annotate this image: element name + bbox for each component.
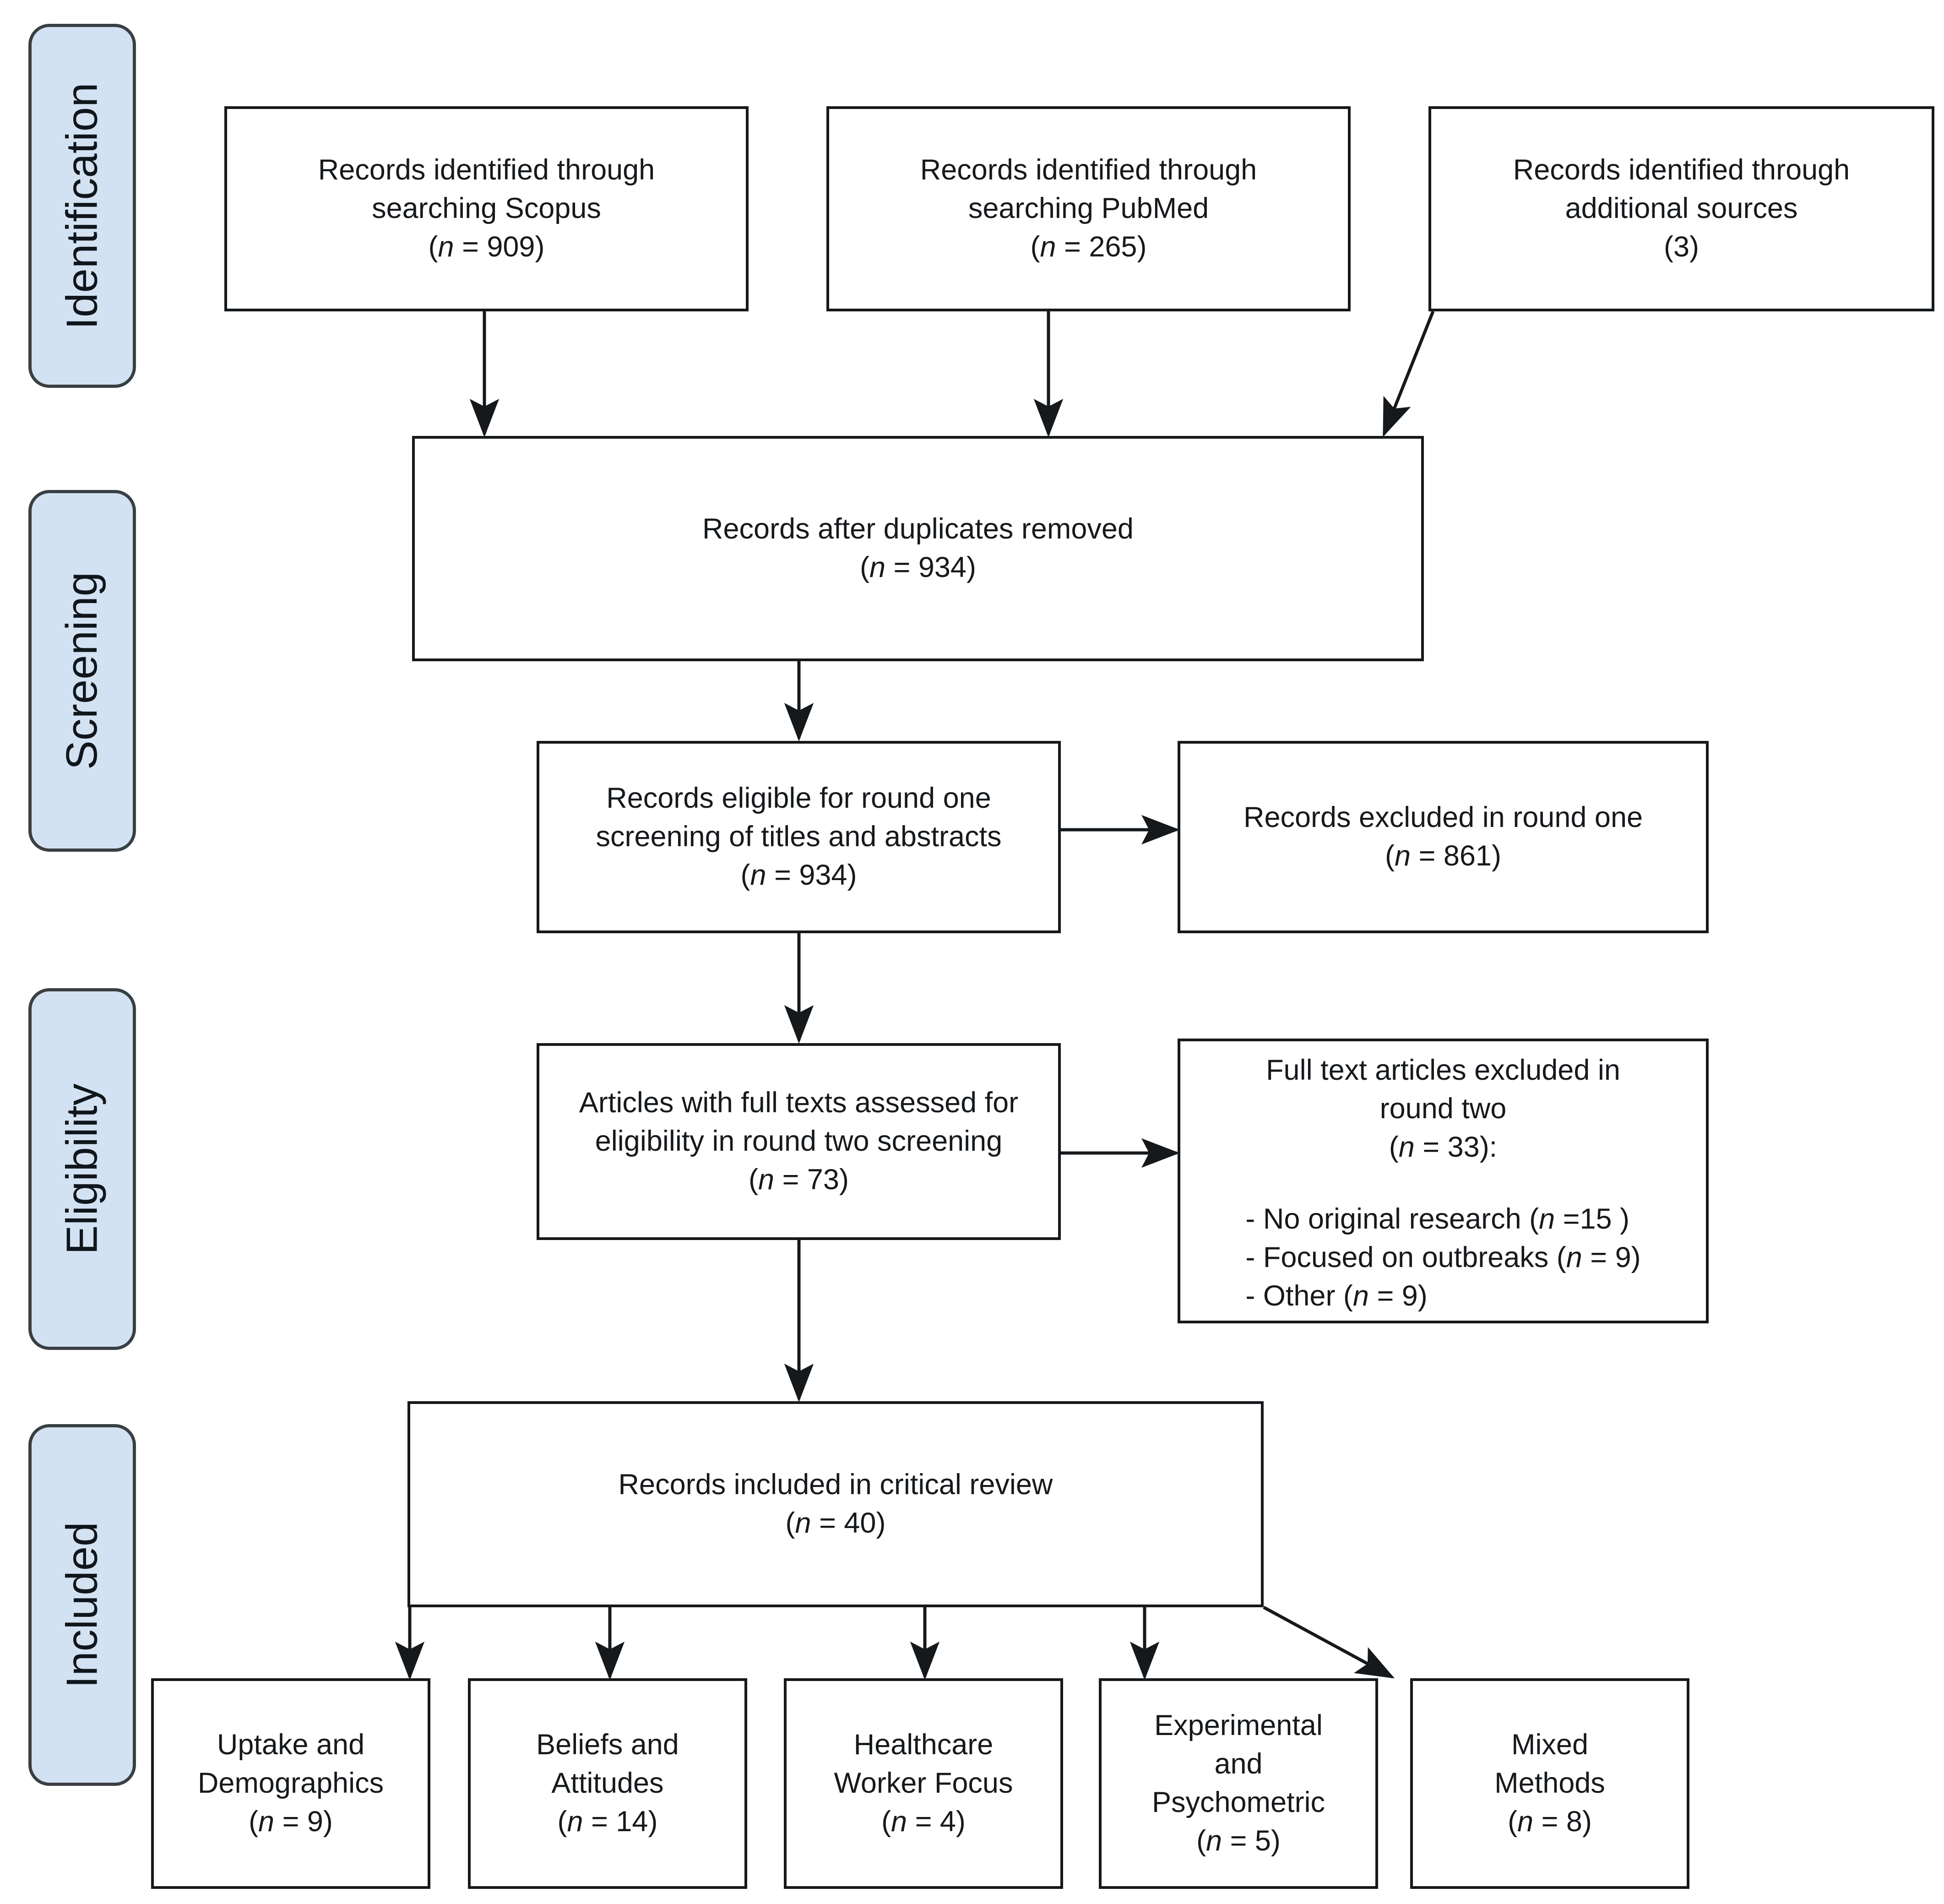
excluded-one-count: (n = 861) — [1385, 840, 1501, 872]
round-one-count: (n = 934) — [740, 859, 857, 891]
category-uptake-text: Uptake and Demographics (n = 9) — [186, 1726, 396, 1841]
category-experimental-line-2: and — [1214, 1748, 1263, 1780]
box-pubmed-text: Records identified through searching Pub… — [908, 151, 1269, 266]
category-mixed-count: (n = 8) — [1508, 1805, 1592, 1838]
box-full-text-text: Articles with full texts assessed for el… — [567, 1084, 1030, 1199]
excluded-two-reason-list: - No original research (n =15 ) - Focuse… — [1245, 1200, 1640, 1315]
included-review-line-1: Records included in critical review — [618, 1469, 1053, 1501]
excluded-one-line-1: Records excluded in round one — [1243, 801, 1643, 834]
excluded-reason-other: - Other (n = 9) — [1245, 1279, 1428, 1312]
box-additional-text: Records identified through additional so… — [1501, 151, 1862, 266]
pubmed-line-2: searching PubMed — [968, 192, 1209, 225]
category-experimental-count: (n = 5) — [1196, 1824, 1281, 1857]
excluded-two-line-2: round two — [1379, 1092, 1507, 1125]
box-category-healthcare-worker-focus: Healthcare Worker Focus (n = 4) — [784, 1678, 1063, 1889]
category-healthcare-line-1: Healthcare — [853, 1729, 994, 1761]
scopus-count: (n = 909) — [428, 230, 545, 263]
stage-pill-included: Included — [28, 1424, 136, 1786]
box-records-scopus: Records identified through searching Sco… — [224, 106, 749, 311]
stage-pill-eligibility: Eligibility — [28, 988, 136, 1350]
box-full-text-excluded-round-two: Full text articles excluded in round two… — [1178, 1039, 1709, 1323]
category-beliefs-line-2: Attitudes — [551, 1767, 664, 1800]
category-mixed-line-1: Mixed — [1511, 1729, 1589, 1761]
category-healthcare-line-2: Worker Focus — [834, 1767, 1013, 1800]
stage-label-included: Included — [57, 1522, 107, 1688]
stage-label-eligibility: Eligibility — [57, 1083, 107, 1255]
box-category-beliefs-attitudes: Beliefs and Attitudes (n = 14) — [468, 1678, 747, 1889]
excluded-two-count: (n = 33): — [1389, 1131, 1498, 1163]
duplicates-count: (n = 934) — [860, 551, 976, 583]
box-duplicates-text: Records after duplicates removed (n = 93… — [690, 510, 1146, 587]
box-records-pubmed: Records identified through searching Pub… — [826, 106, 1351, 311]
category-mixed-text: Mixed Methods (n = 8) — [1482, 1726, 1617, 1841]
category-experimental-text: Experimental and Psychometric (n = 5) — [1140, 1707, 1337, 1860]
category-uptake-count: (n = 9) — [249, 1805, 333, 1838]
excluded-reason-focused-on-outbreaks: - Focused on outbreaks (n = 9) — [1245, 1241, 1641, 1274]
category-experimental-line-3: Psychometric — [1151, 1786, 1325, 1818]
category-healthcare-count: (n = 4) — [881, 1805, 966, 1838]
excluded-reason-no-original-research: - No original research (n =15 ) — [1245, 1203, 1630, 1235]
category-uptake-line-1: Uptake and — [217, 1729, 365, 1761]
full-text-line-2: eligibility in round two screening — [595, 1125, 1003, 1158]
box-excluded-one-text: Records excluded in round one (n = 861) — [1232, 799, 1655, 876]
category-healthcare-text: Healthcare Worker Focus (n = 4) — [822, 1726, 1025, 1841]
category-beliefs-line-1: Beliefs and — [536, 1729, 679, 1761]
box-category-uptake-demographics: Uptake and Demographics (n = 9) — [151, 1678, 430, 1889]
box-category-experimental-psychometric: Experimental and Psychometric (n = 5) — [1099, 1678, 1378, 1889]
category-mixed-line-2: Methods — [1494, 1767, 1605, 1800]
arrow-included-to-mixed — [1263, 1605, 1395, 1679]
box-excluded-two-text: Full text articles excluded in round two… — [1233, 1041, 1652, 1316]
box-records-eligible-round-one: Records eligible for round one screening… — [537, 741, 1061, 933]
additional-line-1: Records identified through — [1513, 154, 1850, 186]
category-uptake-line-2: Demographics — [197, 1767, 384, 1800]
pubmed-count: (n = 265) — [1030, 230, 1147, 263]
additional-line-2: additional sources — [1565, 192, 1798, 225]
stage-pill-identification: Identification — [28, 24, 136, 388]
category-beliefs-text: Beliefs and Attitudes (n = 14) — [524, 1726, 691, 1841]
excluded-two-line-1: Full text articles excluded in — [1266, 1054, 1620, 1086]
stage-label-screening: Screening — [57, 571, 107, 770]
additional-count: (3) — [1663, 230, 1699, 263]
box-records-excluded-round-one: Records excluded in round one (n = 861) — [1178, 741, 1709, 933]
box-records-additional-sources: Records identified through additional so… — [1428, 106, 1934, 311]
duplicates-line-1: Records after duplicates removed — [702, 513, 1134, 545]
pubmed-line-1: Records identified through — [920, 154, 1257, 186]
category-experimental-line-1: Experimental — [1154, 1709, 1323, 1742]
box-records-after-duplicates: Records after duplicates removed (n = 93… — [412, 436, 1424, 661]
arrow-additional-to-duplicates — [1382, 310, 1435, 437]
round-one-line-2: screening of titles and abstracts — [596, 821, 1002, 853]
box-included-review-text: Records included in critical review (n =… — [607, 1466, 1065, 1543]
stage-label-identification: Identification — [57, 82, 107, 330]
category-beliefs-count: (n = 14) — [557, 1805, 658, 1838]
full-text-line-1: Articles with full texts assessed for — [579, 1087, 1019, 1119]
included-review-count: (n = 40) — [785, 1507, 886, 1539]
box-round-one-text: Records eligible for round one screening… — [584, 779, 1014, 894]
stage-pill-screening: Screening — [28, 490, 136, 852]
round-one-line-1: Records eligible for round one — [606, 782, 991, 815]
box-category-mixed-methods: Mixed Methods (n = 8) — [1410, 1678, 1689, 1889]
scopus-line-1: Records identified through — [318, 154, 655, 186]
box-records-included-critical-review: Records included in critical review (n =… — [407, 1401, 1264, 1607]
full-text-count: (n = 73) — [749, 1163, 849, 1196]
scopus-line-2: searching Scopus — [372, 192, 601, 225]
box-full-texts-assessed: Articles with full texts assessed for el… — [537, 1043, 1061, 1240]
box-scopus-text: Records identified through searching Sco… — [306, 151, 667, 266]
